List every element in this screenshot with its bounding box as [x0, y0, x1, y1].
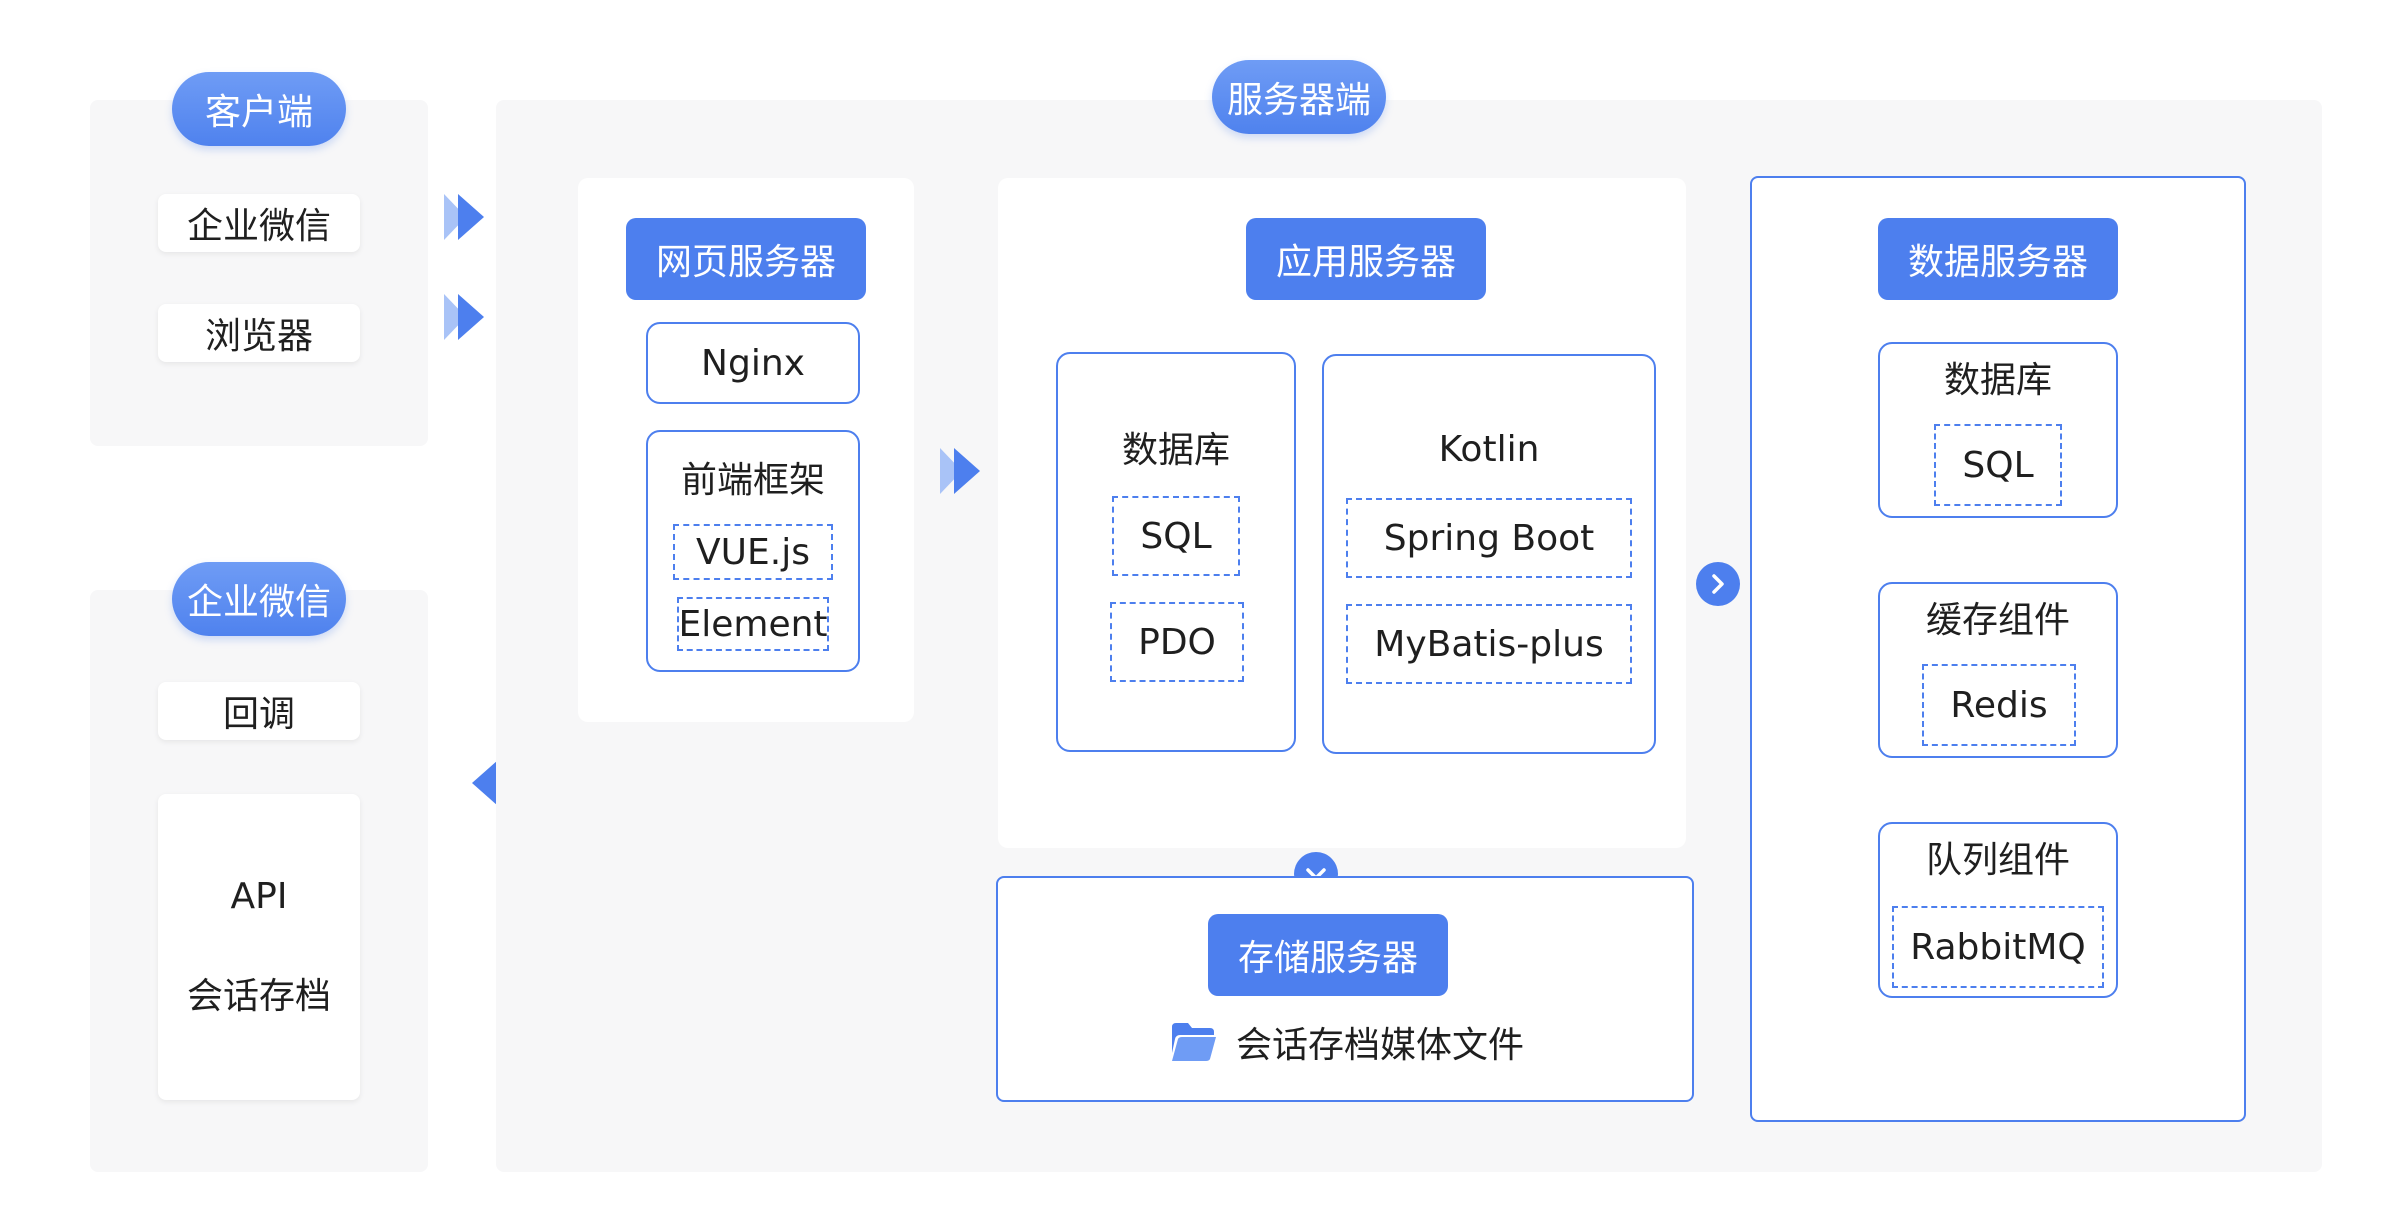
data-group-db-item: SQL [1934, 424, 2062, 506]
data-group-queue-title: 队列组件 [1925, 840, 2070, 881]
client-title: 客户端 [172, 72, 346, 146]
client-panel [90, 100, 428, 446]
folder-icon [1172, 1023, 1216, 1061]
wecom-api-card: API 会话存档 [158, 794, 360, 1100]
frontend-item-vue: VUE.js [673, 524, 833, 580]
client-item-browser: 浏览器 [158, 304, 360, 362]
double-arrow-icon [444, 294, 484, 340]
server-title: 服务器端 [1212, 60, 1386, 134]
app-server-title: 应用服务器 [1246, 218, 1486, 300]
double-arrow-icon [444, 194, 484, 240]
chevron-right-icon [1696, 562, 1740, 606]
data-server-title: 数据服务器 [1878, 218, 2118, 300]
web-server-title: 网页服务器 [626, 218, 866, 300]
wecom-archive-label: 会话存档 [186, 975, 331, 1017]
app-db-item-pdo: PDO [1110, 602, 1244, 682]
data-group-cache-item: Redis [1922, 664, 2076, 746]
wecom-api-label: API [230, 875, 288, 917]
data-group-db-title: 数据库 [1943, 360, 2052, 401]
storage-file-label: 会话存档媒体文件 [1236, 1025, 1525, 1066]
app-lang-title: Kotlin [1438, 428, 1540, 470]
frontend-item-element: Element [677, 597, 829, 651]
wecom-title: 企业微信 [172, 562, 346, 636]
storage-file-row: 会话存档媒体文件 [1170, 1014, 1550, 1070]
data-group-queue-item: RabbitMQ [1892, 906, 2104, 988]
double-arrow-icon [940, 448, 980, 494]
data-group-cache-title: 缓存组件 [1925, 600, 2070, 641]
nginx-box: Nginx [646, 322, 860, 404]
app-lang-item-springboot: Spring Boot [1346, 498, 1632, 578]
app-db-item-sql: SQL [1112, 496, 1240, 576]
client-item-wecom: 企业微信 [158, 194, 360, 252]
frontend-title: 前端框架 [680, 460, 825, 501]
app-lang-item-mybatis: MyBatis-plus [1346, 604, 1632, 684]
app-db-title: 数据库 [1121, 430, 1230, 471]
wecom-callback: 回调 [158, 682, 360, 740]
storage-server-title: 存储服务器 [1208, 914, 1448, 996]
